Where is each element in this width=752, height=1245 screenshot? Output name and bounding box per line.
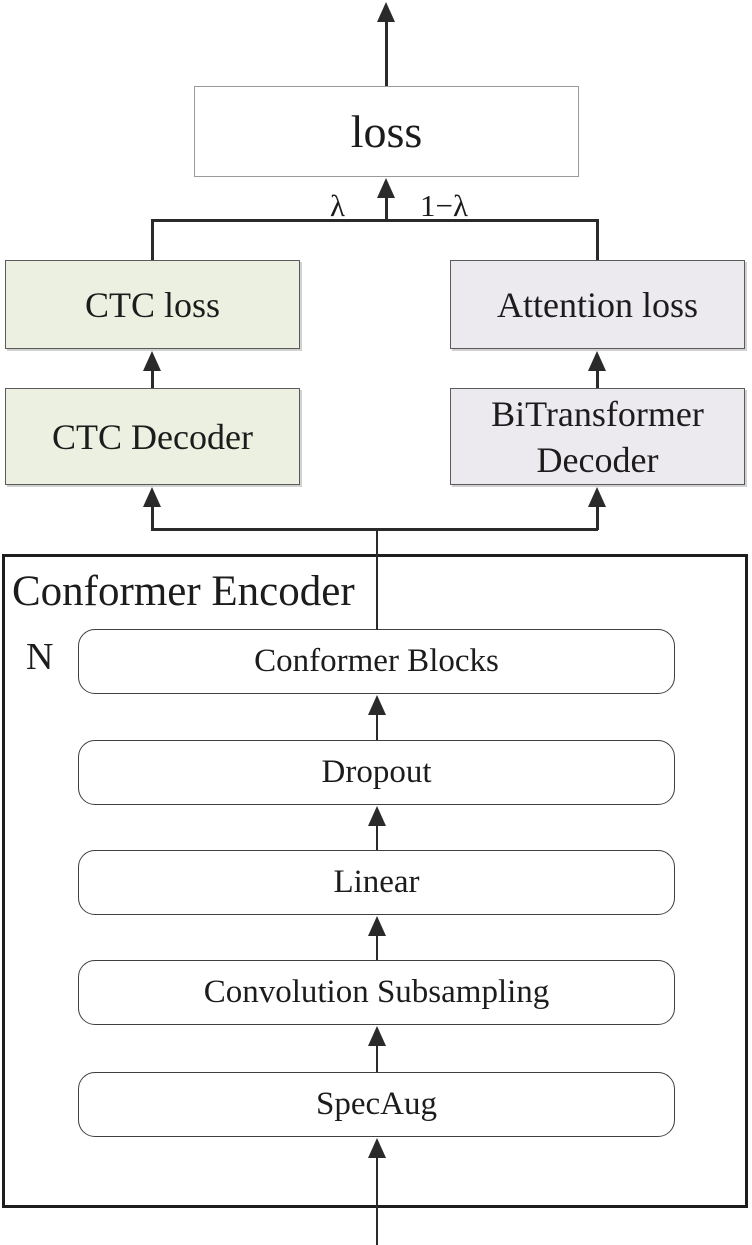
repeat-count-label: N [26, 636, 54, 678]
bitransformer-decoder-label-line1: BiTransformer [491, 393, 704, 434]
encoder-title: Conformer Encoder [12, 568, 355, 615]
encoder-block-label: Dropout [321, 754, 432, 790]
upper-drop-left [151, 219, 154, 260]
bitransformer-decoder-arrow-line [596, 503, 599, 530]
encoder-output-line [375, 528, 378, 630]
attention-loss-label: Attention loss [496, 284, 698, 325]
ctc-loss-arrow-line [151, 367, 154, 388]
upper-junction-line [151, 219, 598, 222]
ctc-decoder-label: CTC Decoder [52, 416, 253, 457]
encoder-block-label: Convolution Subsampling [203, 974, 550, 1010]
encoder-block-label: Conformer Blocks [254, 643, 499, 679]
encoder-block-convolution-subsampling: Convolution Subsampling [78, 960, 675, 1025]
ctc-decoder-box: CTC Decoder [5, 388, 300, 485]
attention-loss-arrowhead-icon [588, 351, 606, 371]
upper-drop-right [596, 219, 599, 260]
ctc-loss-arrowhead-icon [143, 351, 161, 371]
linear-arrowhead-icon [368, 916, 386, 936]
ctc-decoder-arrow-line [151, 503, 154, 530]
convolution-subsampling-arrowhead-icon [368, 1026, 386, 1046]
convolution-subsampling-arrow-line [375, 1042, 378, 1072]
ctc-loss-box: CTC loss [5, 260, 300, 349]
encoder-block-label: Linear [333, 864, 420, 900]
bitransformer-decoder-box: BiTransformer Decoder [450, 388, 745, 485]
dropout-arrowhead-icon [368, 806, 386, 826]
attention-weight-label: 1−λ [420, 188, 469, 223]
lower-junction-line [151, 528, 598, 531]
specaug-input-arrowhead-icon [368, 1138, 386, 1158]
output-arrow-line [385, 18, 388, 86]
attention-loss-box: Attention loss [450, 260, 745, 349]
ctc-decoder-arrowhead-icon [143, 487, 161, 507]
loss-box: loss [194, 86, 579, 177]
output-arrowhead-icon [377, 2, 395, 22]
conformer-blocks-arrowhead-icon [368, 695, 386, 715]
encoder-block-dropout: Dropout [78, 740, 675, 805]
specaug-input-arrow-line [375, 1154, 378, 1245]
encoder-block-specaug: SpecAug [78, 1072, 675, 1137]
conformer-blocks-arrow-line [375, 711, 378, 740]
ctc-weight-label: λ [329, 188, 345, 223]
dropout-arrow-line [375, 822, 378, 850]
attention-loss-arrow-line [596, 367, 599, 388]
ctc-loss-label: CTC loss [84, 284, 221, 325]
loss-input-arrow-line [385, 194, 388, 221]
encoder-block-label: SpecAug [316, 1086, 437, 1122]
bitransformer-decoder-label-line2: Decoder [536, 439, 659, 480]
bitransformer-decoder-arrowhead-icon [588, 487, 606, 507]
linear-arrow-line [375, 932, 378, 960]
encoder-block-linear: Linear [78, 850, 675, 915]
encoder-block-conformer-blocks: Conformer Blocks [78, 629, 675, 694]
loss-label: loss [350, 106, 423, 157]
loss-input-arrowhead-icon [377, 178, 395, 198]
